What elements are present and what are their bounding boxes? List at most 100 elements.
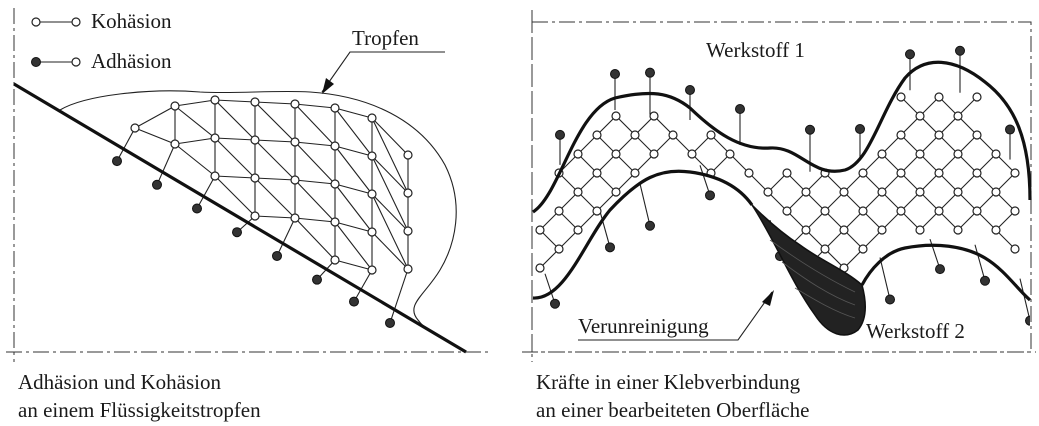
adhesive-atom xyxy=(839,225,849,235)
liquid-atom xyxy=(330,141,340,151)
cohesion-bond xyxy=(294,217,336,223)
adhesive-atom xyxy=(915,111,925,121)
substrate-surface xyxy=(13,82,467,354)
left-panel: Kohäsion Adhäsion Tropfen Adhäsion und K… xyxy=(6,8,492,422)
legend-kohaesion-label: Kohäsion xyxy=(91,9,172,33)
liquid-atom xyxy=(250,173,260,183)
adhesive-atom xyxy=(668,130,678,140)
drop-lattice xyxy=(112,95,413,328)
adhesive-atom xyxy=(535,263,545,273)
cohesion-bond xyxy=(334,145,373,195)
cohesion-bond xyxy=(371,117,409,194)
material1-boundary xyxy=(532,60,1032,214)
drop-label: Tropfen xyxy=(352,26,419,50)
adhesive-atom xyxy=(839,187,849,197)
adhesion-bond xyxy=(599,211,611,248)
cohesion-bond xyxy=(294,141,336,147)
cohesion-bond xyxy=(371,117,409,156)
liquid-atom xyxy=(290,213,300,223)
adhesion-bond xyxy=(196,175,216,209)
liquid-atom xyxy=(330,179,340,189)
adhesive-atom xyxy=(1010,168,1020,178)
material2-atom xyxy=(645,220,655,231)
adhesion-bond xyxy=(353,269,373,302)
surface-atom xyxy=(385,317,395,328)
adhesive-atom xyxy=(934,92,944,102)
cohesion-bond xyxy=(294,103,336,109)
surface-atom xyxy=(349,296,359,307)
adhesive-atom xyxy=(611,111,621,121)
cohesion-bond xyxy=(174,143,216,177)
adhesive-lattice xyxy=(535,45,1030,326)
adhesive-atom xyxy=(630,130,640,140)
cohesion-bond xyxy=(334,183,373,233)
adhesive-atom xyxy=(896,130,906,140)
material1-atom xyxy=(735,104,745,114)
liquid-atom xyxy=(403,150,413,160)
adhesive-atom xyxy=(649,149,659,159)
adhesive-atom xyxy=(972,168,982,178)
adhesive-atom xyxy=(573,187,583,197)
cohesion-bond xyxy=(334,107,373,119)
liquid-atom xyxy=(210,171,220,181)
adhesion-bond xyxy=(699,165,711,196)
adhesive-atom xyxy=(630,168,640,178)
cohesion-bond xyxy=(254,139,296,181)
material1-atom xyxy=(555,129,565,140)
adhesive-atom xyxy=(706,130,716,140)
adhesive-atom xyxy=(573,149,583,159)
cohesion-bond xyxy=(254,177,296,181)
adhesive-atom xyxy=(934,206,944,216)
adhesive-atom xyxy=(820,244,830,254)
adhesive-atom xyxy=(535,225,545,235)
right-caption-line2: an einer bearbeiteten Oberfläche xyxy=(536,398,809,422)
adhesive-atom xyxy=(573,225,583,235)
surface-atom xyxy=(152,179,162,190)
adhesive-atom xyxy=(801,187,811,197)
adhesive-atom xyxy=(953,149,963,159)
liquid-atom xyxy=(367,151,377,161)
contamination-leader-line xyxy=(578,291,773,341)
liquid-atom xyxy=(367,265,377,275)
cohesion-bond xyxy=(174,99,216,107)
adhesive-atom xyxy=(554,244,564,254)
adhesive-atom xyxy=(592,130,602,140)
adhesive-atom xyxy=(820,206,830,216)
adhesive-atom xyxy=(1010,206,1020,216)
adhesion-bond xyxy=(1019,278,1030,321)
adhesive-atom xyxy=(991,225,1001,235)
adhesion-bond xyxy=(879,257,891,300)
adhesive-atom xyxy=(953,187,963,197)
left-caption-line1: Adhäsion und Kohäsion xyxy=(18,370,221,394)
cohesion-bond xyxy=(371,193,409,270)
cohesion-bond xyxy=(214,137,256,179)
adhesive-atom xyxy=(934,168,944,178)
adhesive-atom xyxy=(877,187,887,197)
adhesive-atom xyxy=(972,92,982,102)
adhesive-atom xyxy=(896,168,906,178)
liquid-atom xyxy=(250,97,260,107)
liquid-atom xyxy=(250,211,260,221)
adhesive-atom xyxy=(858,206,868,216)
adhesive-atom xyxy=(915,225,925,235)
liquid-atom xyxy=(290,175,300,185)
adhesion-bond xyxy=(276,217,296,257)
adhesive-atom xyxy=(934,130,944,140)
liquid-atom xyxy=(330,217,340,227)
cohesion-bond xyxy=(214,99,256,141)
cohesion-bond xyxy=(254,101,296,143)
drop-outline xyxy=(59,90,457,346)
surface-atom xyxy=(232,227,242,238)
liquid-atom xyxy=(130,123,140,133)
liquid-atom xyxy=(403,264,413,274)
cohesion-bond xyxy=(371,231,409,270)
adhesive-atom xyxy=(725,149,735,159)
cohesion-bond xyxy=(371,155,409,194)
adhesive-atom xyxy=(611,149,621,159)
surface-atom xyxy=(112,156,122,167)
right-frame xyxy=(531,21,1032,353)
cohesion-bond xyxy=(174,105,216,139)
material1-atom xyxy=(610,69,620,79)
adhesive-atom xyxy=(877,149,887,159)
left-caption-line2: an einem Flüssigkeitstropfen xyxy=(18,398,261,422)
